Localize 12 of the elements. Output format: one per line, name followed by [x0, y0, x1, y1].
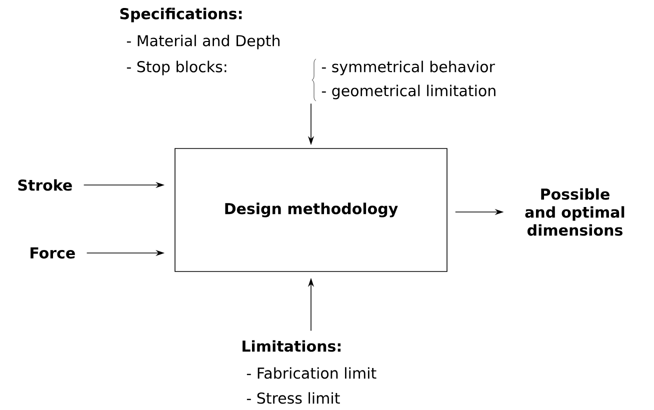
output-label: Possible and optimal dimensions [525, 188, 624, 236]
input-label: Force [30, 247, 75, 259]
list-item: - Stop blocks: [126, 60, 226, 76]
list-item: - Material and Depth [126, 34, 280, 50]
list-item: - Fabrication limit [246, 367, 376, 379]
list-item: - geometrical limitation [322, 84, 496, 100]
input-label: Stroke [18, 179, 72, 191]
list-item: - Stress limit [246, 392, 340, 404]
heading: Specifications: [120, 8, 242, 22]
heading: Limitations: [242, 340, 340, 352]
process-box: Design methodology [174, 148, 448, 272]
list-item: - symmetrical behavior [322, 60, 495, 76]
